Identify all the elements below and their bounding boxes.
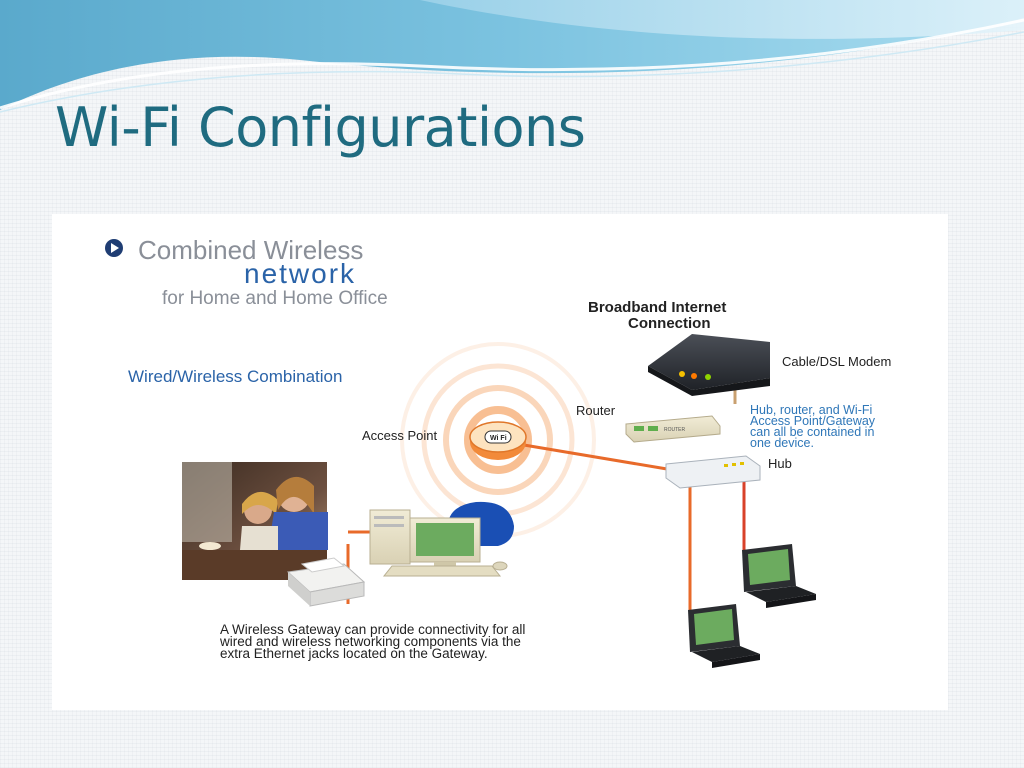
router-box-text: ROUTER — [664, 427, 686, 433]
caption-line-3: extra Ethernet jacks located on the Gate… — [220, 646, 488, 661]
hub-icon — [665, 455, 761, 489]
cable-modem-icon — [648, 334, 770, 396]
note-line-1: Hub, router, and Wi-Fi — [750, 403, 872, 417]
access-point-icon: Wi Fi — [469, 421, 527, 460]
heading-line-3: for Home and Home Office — [162, 288, 388, 309]
subheading: Wired/Wireless Combination — [128, 367, 342, 386]
access-point-label: Access Point — [362, 428, 438, 443]
gateway-caption: A Wireless Gateway can provide connectiv… — [219, 622, 525, 661]
slide-title: Wi-Fi Configurations — [55, 96, 586, 159]
monitor-icon-2 — [688, 604, 760, 668]
caption-line-1: A Wireless Gateway can provide connectiv… — [220, 622, 525, 637]
broadband-label-line-2: Connection — [628, 315, 711, 332]
family-photo — [182, 462, 328, 580]
hub-label: Hub — [768, 456, 792, 471]
wifi-badge-text: Wi Fi — [490, 435, 507, 442]
monitor-icon-1 — [742, 544, 816, 608]
printer-icon — [286, 557, 366, 607]
note-line-4: one device. — [750, 436, 814, 450]
caption-line-2: wired and wireless networking components… — [219, 634, 521, 649]
network-diagram: Combined Wireless network for Home and H… — [52, 214, 948, 710]
device-note: Hub, router, and Wi-Fi Access Point/Gate… — [750, 403, 876, 450]
heading-line-1: Combined Wireless — [138, 235, 363, 265]
diagram-heading: Combined Wireless network for Home and H… — [105, 235, 388, 309]
ap-hub-cable — [517, 442, 668, 471]
desktop-computer-icon — [369, 509, 508, 577]
router-label: Router — [576, 403, 616, 418]
router-icon: ROUTER — [625, 415, 721, 443]
broadband-label-line-1: Broadband Internet — [588, 299, 726, 316]
heading-line-2: network — [244, 258, 356, 289]
modem-label: Cable/DSL Modem — [782, 354, 891, 369]
note-line-3: can all be contained in — [750, 425, 874, 439]
note-line-2: Access Point/Gateway — [750, 414, 876, 428]
network-diagram-svg: Combined Wireless network for Home and H… — [105, 235, 891, 668]
header-swoosh-decoration — [0, 0, 1024, 113]
